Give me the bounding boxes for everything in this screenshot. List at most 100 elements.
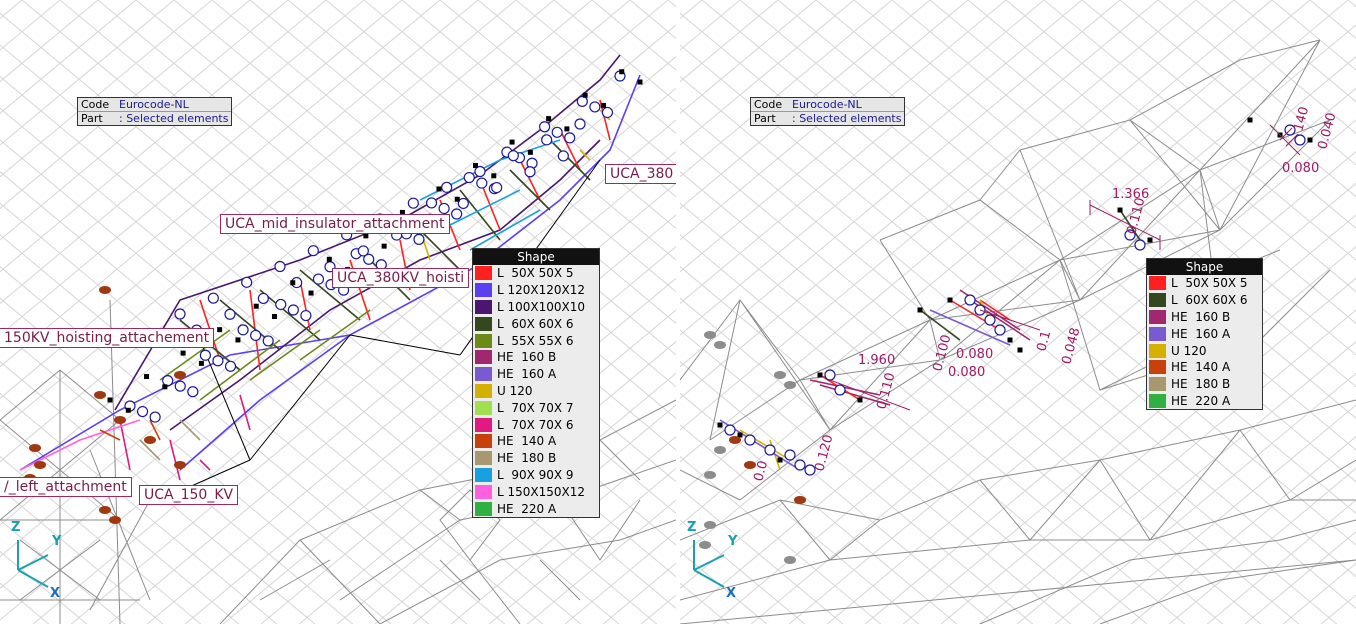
legend-item-label: HE 180 B [1171, 377, 1231, 392]
info-panel: Code Eurocode-NL Part : Selected elements [750, 97, 906, 126]
legend-item-label: L 70X 70X 6 [497, 417, 574, 432]
dim-label: 140 [1291, 105, 1312, 133]
dim-label: 1.960 [858, 353, 895, 368]
legend-swatch [475, 400, 492, 415]
legend-swatch [1149, 276, 1166, 291]
legend-item: L 120X120X12 [473, 282, 599, 299]
legend-item-label: L 100X100X10 [497, 299, 586, 314]
legend-item-label: HE 220 A [497, 501, 557, 516]
legend-item-label: L 150X150X12 [497, 484, 586, 499]
legend-item: L 50X 50X 5 [1147, 275, 1262, 292]
legend-item: L 50X 50X 5 [473, 265, 599, 282]
axis-z-label: Z [687, 520, 696, 535]
legend-item-label: L 50X 50X 5 [497, 266, 574, 281]
info-key-code: Code [754, 98, 783, 111]
legend-swatch [475, 484, 492, 499]
legend-item-label: L 90X 90X 9 [497, 467, 574, 482]
axis-triad: Z Y X [11, 520, 62, 600]
legend-swatch [475, 467, 492, 482]
legend-item: L 100X100X10 [473, 299, 599, 316]
legend-swatch [1149, 393, 1166, 408]
legend-item-label: L 120X120X12 [497, 283, 586, 298]
legend-item: HE 220 A [1147, 393, 1262, 410]
legend-item: L 70X 70X 7 [473, 399, 599, 416]
structure-members [19, 54, 641, 501]
legend-item-label: HE 180 B [497, 451, 557, 466]
legend-title: Shape [473, 249, 599, 265]
legend-item-label: L 60X 60X 6 [1171, 293, 1248, 308]
legend-item-label: HE 140 A [497, 434, 557, 449]
legend-item: L 150X150X12 [473, 483, 599, 500]
legend-item: HE 160 A [473, 366, 599, 383]
legend-swatch [475, 316, 492, 331]
info-value-part: : Selected elements [119, 112, 229, 125]
legend-item: L 90X 90X 9 [473, 467, 599, 484]
dim-label: 0.120 [812, 433, 836, 473]
legend-swatch [475, 434, 492, 449]
right-viewport[interactable]: 1.366 0.110 140 0.040 0.080 1.960 0.110 … [680, 0, 1356, 624]
legend-swatch [475, 283, 492, 298]
axis-z-label: Z [11, 520, 20, 535]
legend-item-label: L 55X 55X 6 [497, 333, 574, 348]
legend-item: HE 140 A [473, 433, 599, 450]
member-label-left-attachment[interactable]: /_left_attachment [0, 477, 132, 497]
info-value-code: Eurocode-NL [792, 98, 862, 111]
legend-item-label: L 50X 50X 5 [1171, 276, 1248, 291]
legend-item-label: HE 140 A [1171, 360, 1231, 375]
dimension-marks [829, 124, 1301, 411]
legend-swatch [475, 350, 492, 365]
dim-label: 0.1 [1034, 329, 1054, 353]
nodes [717, 117, 1313, 476]
viewport-divider[interactable] [676, 0, 680, 624]
legend-item-label: L 60X 60X 6 [497, 316, 574, 331]
axis-y-label: Y [727, 534, 738, 549]
info-value-code: Eurocode-NL [119, 98, 189, 111]
legend-swatch [1149, 293, 1166, 308]
legend-title: Shape [1147, 259, 1262, 275]
member-label-380[interactable]: UCA_380 [605, 164, 676, 184]
legend-swatch [475, 501, 492, 516]
dim-label: 0.080 [1282, 161, 1319, 176]
member-label-mid-insulator[interactable]: UCA_mid_insulator_attachment [220, 214, 450, 234]
info-key-part: Part [754, 112, 776, 125]
legend-swatch [1149, 360, 1166, 375]
legend-item-label: L 70X 70X 7 [497, 400, 574, 415]
legend-item: L 55X 55X 6 [473, 332, 599, 349]
legend-item: HE 180 B [1147, 376, 1262, 393]
legend-swatch [1149, 326, 1166, 341]
legend-swatch [1149, 377, 1166, 392]
info-value-part: : Selected elements [792, 112, 902, 125]
dim-label: 1.366 [1112, 187, 1149, 202]
legend-swatch [475, 417, 492, 432]
legend-item-label: HE 160 B [1171, 309, 1231, 324]
legend-swatch [1149, 309, 1166, 324]
legend-item-label: HE 160 B [497, 350, 557, 365]
legend-swatch [475, 383, 492, 398]
legend-item-label: HE 160 A [1171, 326, 1231, 341]
legend-item: HE 220 A [473, 500, 599, 517]
axis-y-label: Y [51, 534, 62, 549]
supports [24, 286, 186, 524]
legend-swatch [1149, 343, 1166, 358]
member-label-380kv-hoisting[interactable]: UCA_380KV_hoisti [332, 268, 470, 288]
member-label-150kv-hoisting[interactable]: 150KV_hoisting_attachement [0, 328, 215, 348]
legend-item: HE 180 B [473, 450, 599, 467]
legend-item: HE 160 B [1147, 309, 1262, 326]
member-label-150kv[interactable]: UCA_150_KV [139, 485, 239, 505]
dim-label: 0.080 [956, 347, 993, 362]
legend-swatch [475, 367, 492, 382]
legend-item: U 120 [473, 383, 599, 400]
legend-item-label: U 120 [1171, 343, 1207, 358]
legend-swatch [475, 266, 492, 281]
supports [699, 331, 806, 564]
legend-item-label: HE 220 A [1171, 393, 1231, 408]
legend-item: HE 160 A [1147, 325, 1262, 342]
dim-label: 0.080 [948, 365, 985, 380]
legend-item: L 60X 60X 6 [473, 315, 599, 332]
legend-item: HE 160 B [473, 349, 599, 366]
info-key-part: Part [81, 112, 103, 125]
